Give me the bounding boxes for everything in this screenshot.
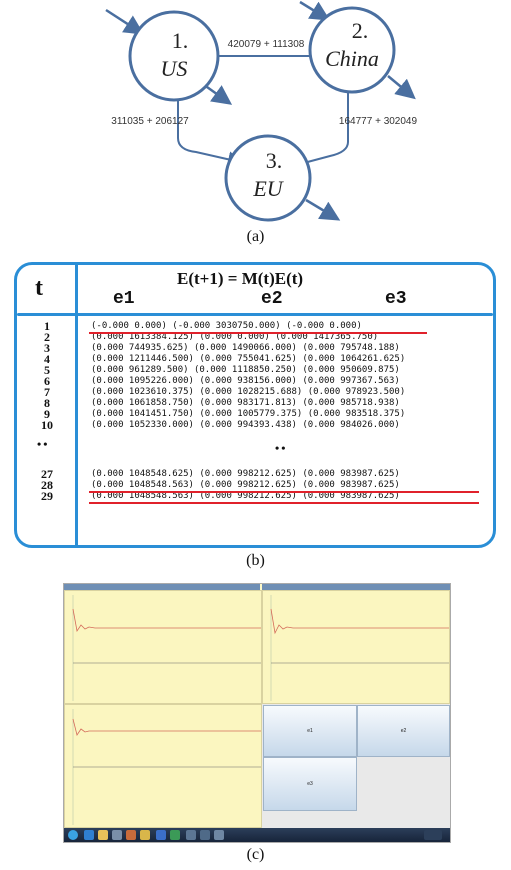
edge-label-china-eu: 164777 + 302049: [339, 116, 418, 127]
table-row: (0.000 1061858.750) (0.000 983171.813) (…: [91, 398, 400, 408]
row-t: 2: [44, 330, 50, 344]
column-head-e3: e3: [385, 289, 407, 309]
table-row: (0.000 1041451.750) (0.000 1005779.375) …: [91, 409, 406, 419]
table-row: (0.000 961289.500) (0.000 1118850.250) (…: [91, 365, 400, 375]
row-t: 8: [44, 396, 50, 410]
row-ellipsis-t: ••: [37, 437, 50, 451]
edge-us-eu: [177, 98, 244, 168]
row-t: 6: [44, 374, 50, 388]
app-window-screenshot: e1 e2 e3: [63, 583, 451, 843]
iteration-table: t E(t+1) = M(t)E(t) e1 e2 e3 1 (-0.000 0…: [14, 262, 496, 548]
window-icon[interactable]: [186, 830, 196, 840]
table-row: (0.000 1048548.563) (0.000 998212.625) (…: [91, 491, 400, 501]
clock-icon: [424, 830, 442, 840]
os-taskbar: [64, 828, 450, 842]
highlight-underline-row-1: [89, 332, 427, 334]
table-row: (0.000 1048548.625) (0.000 998212.625) (…: [91, 469, 400, 479]
chrome-icon[interactable]: [140, 830, 150, 840]
plot-curve-e3: [72, 709, 261, 825]
arrow-out-china: [387, 75, 416, 100]
plot-curve-e2: [270, 595, 449, 701]
caption-b: (b): [246, 552, 265, 569]
node-us-name: US: [161, 56, 188, 81]
highlight-underline-row-28: [89, 491, 479, 493]
media-icon[interactable]: [112, 830, 122, 840]
highlight-underline-row-29: [89, 502, 479, 504]
e1-button[interactable]: e1: [263, 705, 357, 757]
window-titlebar-right: [262, 584, 450, 590]
word-icon[interactable]: [156, 830, 166, 840]
row-t: 7: [44, 385, 50, 399]
row-t: 27: [41, 467, 53, 481]
plot-panel-e3: [64, 704, 262, 828]
edge-label-us-eu: 311035 + 206127: [111, 116, 189, 127]
network-diagram: 1. US 2. China 3. EU 420079 + 111308 311…: [105, 0, 418, 222]
plot-panel-e2: [262, 590, 450, 704]
node-china-name: China: [325, 46, 379, 71]
table-row: (0.000 1052330.000) (0.000 994393.438) (…: [91, 420, 400, 430]
node-us: [128, 10, 220, 102]
window-titlebar-left: [64, 584, 260, 590]
node-us-number: 1.: [172, 28, 189, 53]
row-t: 28: [41, 478, 53, 492]
table-divider: [75, 265, 78, 545]
plot-panel-e1: [64, 590, 262, 704]
column-head-e2: e2: [261, 289, 283, 309]
window-icon[interactable]: [200, 830, 210, 840]
row-t: 4: [44, 352, 50, 366]
row-t: 10: [41, 418, 53, 432]
e3-button[interactable]: e3: [263, 757, 357, 811]
row-t: 3: [44, 341, 50, 355]
row-ellipsis-mid: ••: [275, 441, 288, 455]
table-row: (0.000 744935.625) (0.000 1490066.000) (…: [91, 343, 400, 353]
browser-icon[interactable]: [84, 830, 94, 840]
table-row: (-0.000 0.000) (-0.000 3030750.000) (-0.…: [91, 321, 362, 331]
table-row: (0.000 1613384.125) (0.000 0.000) (0.000…: [91, 332, 379, 342]
column-head-e1: e1: [113, 289, 135, 309]
row-t: 29: [41, 489, 53, 503]
arrow-in-us: [105, 8, 145, 35]
row-t: 5: [44, 363, 50, 377]
row-t: 9: [44, 407, 50, 421]
e2-button[interactable]: e2: [357, 705, 450, 757]
node-eu: [224, 134, 312, 222]
excel-icon[interactable]: [170, 830, 180, 840]
folder-icon[interactable]: [98, 830, 108, 840]
table-row: (0.000 1095226.000) (0.000 938156.000) (…: [91, 376, 400, 386]
node-eu-number: 3.: [266, 148, 283, 173]
app-icon[interactable]: [126, 830, 136, 840]
table-equation: E(t+1) = M(t)E(t): [177, 269, 304, 288]
window-icon[interactable]: [214, 830, 224, 840]
table-row: (0.000 1211446.500) (0.000 755041.625) (…: [91, 354, 406, 364]
node-eu-name: EU: [252, 176, 284, 201]
node-china-number: 2.: [352, 18, 369, 43]
table-header-rule: [17, 313, 493, 316]
plot-curve-e1: [72, 595, 261, 701]
caption-a: (a): [246, 228, 265, 245]
arrow-out-eu: [305, 198, 341, 221]
row-t: 1: [44, 319, 50, 333]
start-icon[interactable]: [68, 830, 78, 840]
table-t-header: t: [35, 275, 43, 301]
node-china: [308, 6, 396, 94]
edge-label-us-china: 420079 + 111308: [228, 39, 305, 50]
edge-china-eu: [299, 88, 349, 165]
table-row: (0.000 1048548.563) (0.000 998212.625) (…: [91, 480, 400, 490]
table-row: (0.000 1023610.375) (0.000 1028215.688) …: [91, 387, 406, 397]
arrow-in-china: [299, 0, 331, 21]
caption-c: (c): [246, 846, 265, 863]
